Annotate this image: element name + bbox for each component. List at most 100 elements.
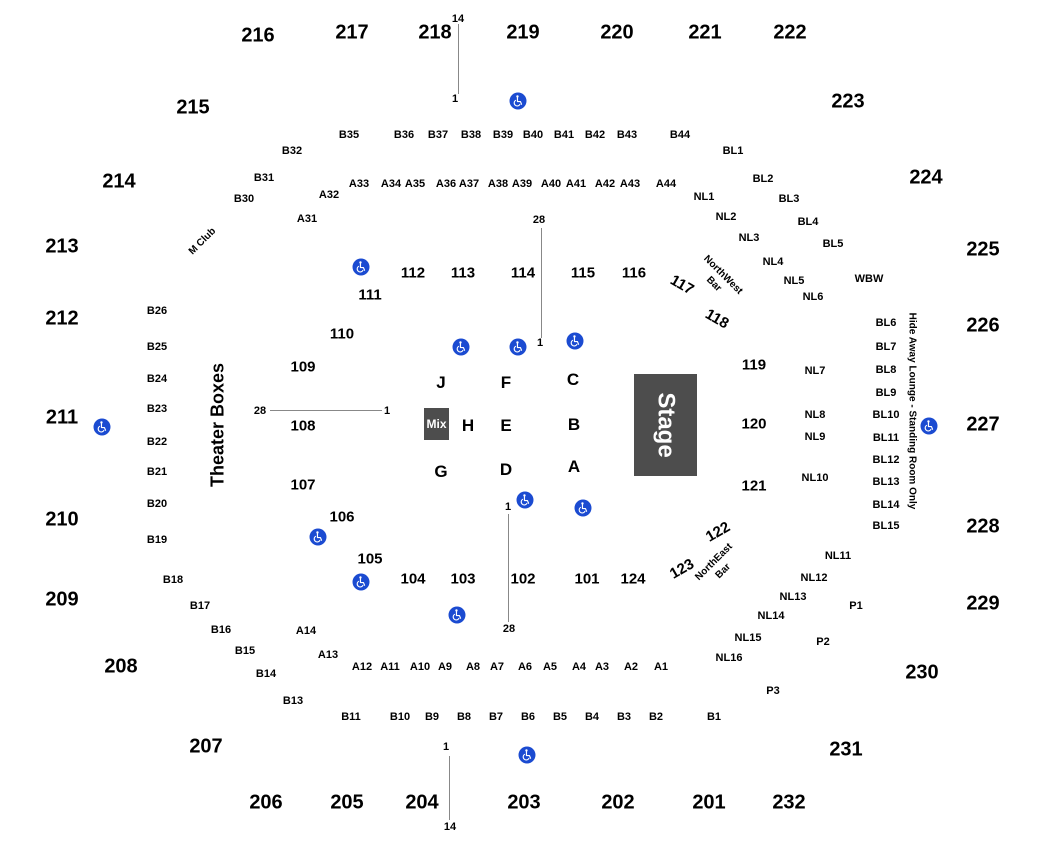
box-b11[interactable]: B11	[341, 711, 361, 723]
box-nl15[interactable]: NL15	[734, 632, 762, 644]
section-114[interactable]: 114	[510, 264, 536, 282]
box-b8[interactable]: B8	[456, 711, 472, 723]
section-223[interactable]: 223	[831, 90, 865, 113]
box-a14[interactable]: A14	[295, 625, 317, 637]
section-105[interactable]: 105	[357, 550, 383, 568]
box-a9[interactable]: A9	[437, 661, 453, 673]
box-bl3[interactable]: BL3	[778, 193, 800, 205]
wheelchair-icon[interactable]	[352, 573, 370, 591]
box-bl10[interactable]: BL10	[872, 409, 900, 421]
box-a6[interactable]: A6	[517, 661, 533, 673]
box-b1[interactable]: B1	[706, 711, 722, 723]
box-a8[interactable]: A8	[465, 661, 481, 673]
box-b20[interactable]: B20	[146, 498, 168, 510]
box-b31[interactable]: B31	[253, 172, 275, 184]
box-a37[interactable]: A37	[458, 178, 480, 190]
box-nl12[interactable]: NL12	[800, 572, 828, 584]
box-b5[interactable]: B5	[552, 711, 568, 723]
wheelchair-icon[interactable]	[93, 418, 111, 436]
box-b21[interactable]: B21	[146, 466, 168, 478]
box-b17[interactable]: B17	[189, 600, 211, 612]
box-b14[interactable]: B14	[255, 668, 277, 680]
section-112[interactable]: 112	[400, 264, 426, 282]
box-nl1[interactable]: NL1	[693, 191, 715, 203]
box-nl6[interactable]: NL6	[802, 291, 824, 303]
section-202[interactable]: 202	[601, 791, 635, 814]
section-106[interactable]: 106	[329, 508, 355, 526]
box-b9[interactable]: B9	[424, 711, 440, 723]
box-b40[interactable]: B40	[522, 129, 544, 141]
section-227[interactable]: 227	[966, 413, 1000, 436]
box-b41[interactable]: B41	[553, 129, 575, 141]
box-b3[interactable]: B3	[616, 711, 632, 723]
section-119[interactable]: 119	[741, 356, 767, 374]
box-b15[interactable]: B15	[234, 645, 256, 657]
box-a31[interactable]: A31	[296, 213, 318, 225]
wheelchair-icon[interactable]	[352, 258, 370, 276]
wheelchair-icon[interactable]	[509, 92, 527, 110]
box-a32[interactable]: A32	[318, 189, 340, 201]
box-a41[interactable]: A41	[565, 178, 587, 190]
box-bl14[interactable]: BL14	[872, 499, 900, 511]
box-b10[interactable]: B10	[389, 711, 411, 723]
section-218[interactable]: 218	[418, 21, 452, 44]
box-nl4[interactable]: NL4	[762, 256, 784, 268]
section-101[interactable]: 101	[574, 570, 600, 588]
wheelchair-icon[interactable]	[574, 499, 592, 517]
box-nl11[interactable]: NL11	[824, 550, 852, 562]
box-b13[interactable]: B13	[282, 695, 304, 707]
section-221[interactable]: 221	[688, 21, 722, 44]
section-212[interactable]: 212	[45, 307, 79, 330]
section-205[interactable]: 205	[330, 791, 364, 814]
box-b7[interactable]: B7	[488, 711, 504, 723]
section-228[interactable]: 228	[966, 515, 1000, 538]
box-b23[interactable]: B23	[146, 403, 168, 415]
box-b30[interactable]: B30	[233, 193, 255, 205]
box-bl1[interactable]: BL1	[722, 145, 744, 157]
box-nl16[interactable]: NL16	[715, 652, 743, 664]
box-a43[interactable]: A43	[619, 178, 641, 190]
section-211[interactable]: 211	[45, 406, 79, 429]
floor-section-a[interactable]: A	[567, 457, 581, 476]
wheelchair-icon[interactable]	[920, 417, 938, 435]
section-204[interactable]: 204	[405, 791, 439, 814]
section-120[interactable]: 120	[741, 415, 767, 433]
box-p3[interactable]: P3	[766, 685, 780, 697]
box-a3[interactable]: A3	[594, 661, 610, 673]
box-a1[interactable]: A1	[653, 661, 669, 673]
box-a44[interactable]: A44	[655, 178, 677, 190]
box-nl14[interactable]: NL14	[757, 610, 785, 622]
box-a39[interactable]: A39	[511, 178, 533, 190]
section-201[interactable]: 201	[692, 791, 726, 814]
box-bl2[interactable]: BL2	[752, 173, 774, 185]
box-b26[interactable]: B26	[146, 305, 168, 317]
box-nl13[interactable]: NL13	[779, 591, 807, 603]
section-102[interactable]: 102	[510, 570, 536, 588]
floor-section-e[interactable]: E	[500, 416, 512, 435]
section-232[interactable]: 232	[772, 791, 806, 814]
section-110[interactable]: 110	[329, 325, 355, 343]
section-124[interactable]: 124	[620, 570, 646, 588]
wheelchair-icon[interactable]	[452, 338, 470, 356]
box-b37[interactable]: B37	[427, 129, 449, 141]
box-b18[interactable]: B18	[162, 574, 184, 586]
section-103[interactable]: 103	[450, 570, 476, 588]
floor-section-g[interactable]: G	[434, 462, 448, 481]
box-a35[interactable]: A35	[404, 178, 426, 190]
section-206[interactable]: 206	[249, 791, 283, 814]
section-207[interactable]: 207	[189, 735, 223, 758]
box-a34[interactable]: A34	[380, 178, 402, 190]
section-231[interactable]: 231	[829, 738, 863, 761]
section-208[interactable]: 208	[104, 655, 138, 678]
section-217[interactable]: 217	[335, 21, 369, 44]
box-p2[interactable]: P2	[816, 636, 830, 648]
floor-section-h[interactable]: H	[461, 416, 475, 435]
section-117[interactable]: 117	[667, 271, 697, 299]
box-a38[interactable]: A38	[487, 178, 509, 190]
box-bl5[interactable]: BL5	[822, 238, 844, 250]
box-b43[interactable]: B43	[616, 129, 638, 141]
box-b42[interactable]: B42	[584, 129, 606, 141]
box-a11[interactable]: A11	[380, 661, 400, 673]
box-a13[interactable]: A13	[317, 649, 339, 661]
wheelchair-icon[interactable]	[309, 528, 327, 546]
